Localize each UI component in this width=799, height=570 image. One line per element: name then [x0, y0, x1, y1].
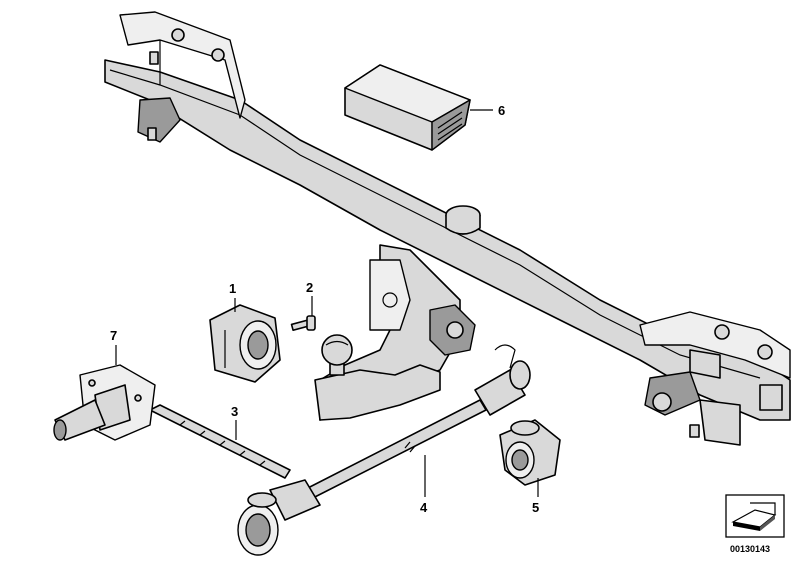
callout-6: 6	[498, 103, 505, 118]
tow-ball-head	[314, 244, 476, 421]
part-5-plug-adapter	[499, 419, 561, 486]
callout-4: 4	[420, 500, 428, 515]
callout-1: 1	[229, 281, 236, 296]
part-3-cable-tie	[149, 404, 291, 479]
callout-5: 5	[532, 500, 539, 515]
callout-2: 2	[306, 280, 313, 295]
leader-lines	[115, 109, 539, 497]
part-6-control-module	[344, 64, 471, 151]
part-7-grommet	[53, 364, 156, 441]
diagram-id-badge: 00130143	[725, 494, 785, 554]
part-1-trailer-socket	[209, 304, 281, 383]
callout-7: 7	[110, 328, 117, 343]
arrow-icon	[731, 502, 777, 531]
callout-3: 3	[231, 404, 238, 419]
tow-bar-cross-member	[104, 11, 791, 446]
diagram-number: 00130143	[730, 544, 770, 554]
part-2-screw	[290, 315, 316, 332]
part-4-wiring-harness	[237, 344, 531, 556]
